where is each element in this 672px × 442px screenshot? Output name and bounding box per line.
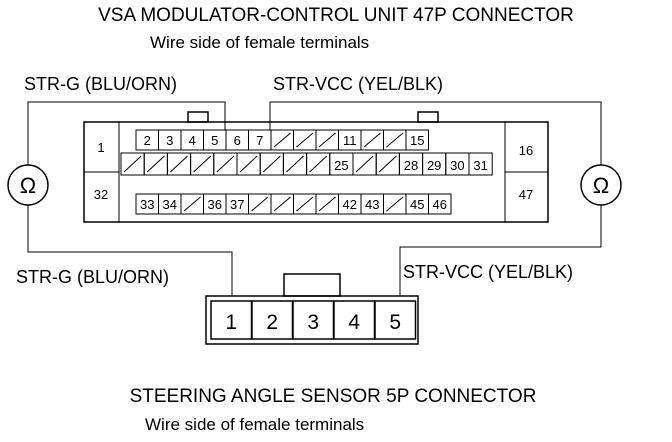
vsa-connector-tab-left [187, 111, 209, 123]
sensor-pin-cell [374, 300, 417, 340]
vsa-wire-label-str-g: STR-G (BLU/ORN) [24, 74, 177, 94]
vsa-connector-subtitle: Wire side of female terminals [150, 33, 369, 52]
lead-str-vcc-lower [399, 205, 602, 296]
vsa-empty-cavity [363, 132, 381, 148]
vsa-pin-28: 28 [404, 158, 418, 173]
vsa-connector-title: VSA MODULATOR-CONTROL UNIT 47P CONNECTOR [98, 5, 574, 26]
vsa-pin-47: 47 [519, 187, 533, 202]
sensor-pin-1: 1 [225, 311, 237, 334]
vsa-empty-cavity [296, 196, 314, 212]
vsa-pin-cell [405, 129, 429, 151]
vsa-pin-cell [468, 152, 493, 176]
sensor-connector-subtitle: Wire side of female terminals [145, 415, 364, 434]
sensor-pin-3: 3 [307, 311, 319, 334]
vsa-pin-16: 16 [519, 143, 533, 158]
vsa-pin-row-2: 25 28 29 30 31 [120, 152, 493, 176]
vsa-empty-cavity [318, 196, 336, 212]
vsa-pin-42: 42 [343, 197, 357, 212]
vsa-empty-cavity [251, 196, 269, 212]
vsa-pin-37: 37 [230, 197, 244, 212]
vsa-pin-34: 34 [163, 197, 177, 212]
sensor-connector-title: STEERING ANGLE SENSOR 5P CONNECTOR [130, 386, 537, 407]
vsa-pin-30: 30 [450, 158, 464, 173]
ohmmeter-right: Ω [580, 164, 622, 206]
vsa-empty-cavity [239, 155, 258, 173]
vsa-pin-29: 29 [427, 158, 441, 173]
sensor-pin-5: 5 [389, 311, 401, 334]
steering-angle-sensor-5p-connector: 1 2 3 4 5 [205, 273, 419, 345]
vsa-pin-cell [428, 193, 452, 215]
vsa-pin-25: 25 [334, 158, 348, 173]
vsa-pin-31: 31 [473, 158, 487, 173]
vsa-empty-cavity [170, 155, 188, 173]
vsa-empty-cavity [386, 132, 404, 148]
ohm-icon: Ω [593, 173, 609, 198]
vsa-empty-cavity [273, 196, 291, 212]
sensor-connector-outline [205, 295, 419, 345]
vsa-pin-43: 43 [365, 197, 379, 212]
lead-str-g-lower [27, 205, 233, 296]
test-leads [27, 101, 602, 296]
vsa-pin-4: 4 [189, 133, 196, 148]
vsa-pin-11: 11 [343, 133, 357, 148]
vsa-pin-33: 33 [140, 197, 154, 212]
vsa-empty-cavity [355, 155, 374, 173]
vsa-pin-2: 2 [144, 133, 151, 148]
vsa-pin-45: 45 [410, 197, 424, 212]
vsa-connector-tab-right [417, 111, 439, 123]
sensor-pin-2: 2 [266, 311, 278, 334]
lead-str-g-upper [27, 101, 226, 165]
vsa-pin-5: 5 [211, 133, 218, 148]
vsa-empty-cavity [183, 196, 201, 212]
vsa-pin-36: 36 [208, 197, 222, 212]
vsa-pin-46: 46 [433, 197, 447, 212]
vsa-empty-cavity [273, 132, 291, 148]
vsa-empty-cavity [286, 155, 304, 173]
vsa-pin-1: 1 [97, 140, 104, 155]
vsa-pin-3: 3 [166, 133, 173, 148]
vsa-empty-cavity [296, 132, 314, 148]
vsa-empty-cavity [216, 155, 235, 173]
vsa-empty-cavity [193, 155, 212, 173]
sensor-wire-label-str-vcc: STR-VCC (YEL/BLK) [403, 262, 573, 282]
vsa-empty-cavity [309, 155, 328, 173]
vsa-pin-32: 32 [94, 187, 108, 202]
lead-str-vcc-upper [269, 101, 602, 165]
ohm-icon: Ω [20, 173, 36, 198]
ohmmeter-left: Ω [7, 164, 49, 206]
sensor-wire-label-str-g: STR-G (BLU/ORN) [16, 267, 169, 287]
vsa-pin-15: 15 [410, 133, 424, 148]
sensor-connector-tab [283, 273, 341, 297]
vsa-empty-cavity [146, 155, 165, 173]
sensor-pin-row: 1 2 3 4 5 [210, 300, 417, 340]
vsa-empty-cavity [386, 196, 404, 212]
vsa-empty-cavity [318, 132, 336, 148]
sensor-pin-4: 4 [348, 311, 360, 334]
vsa-wire-label-str-vcc: STR-VCC (YEL/BLK) [273, 74, 443, 94]
vsa-pin-7: 7 [256, 133, 263, 148]
vsa-empty-cavity [123, 155, 142, 173]
vsa-empty-cavity [378, 155, 397, 173]
vsa-empty-cavity [262, 155, 281, 173]
ohmmeter-right-circle [580, 164, 622, 206]
vsa-pin-6: 6 [234, 133, 241, 148]
ohmmeter-left-circle [7, 164, 49, 206]
vsa-pin-row-3: 33 34 36 37 42 43 45 46 [135, 193, 452, 215]
